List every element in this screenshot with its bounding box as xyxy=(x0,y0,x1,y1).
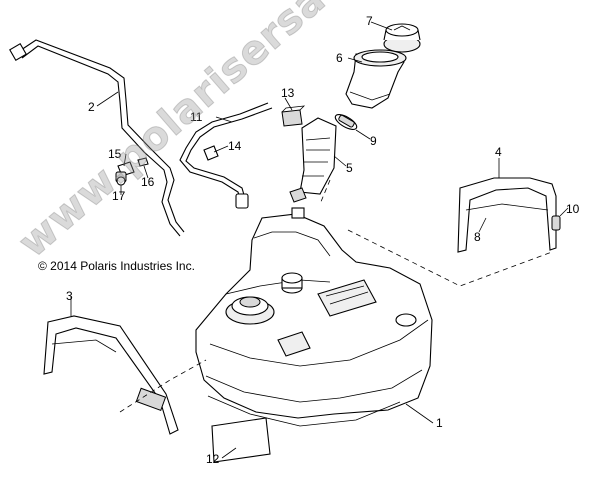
part-12-pad xyxy=(211,417,271,463)
callout-5: 5 xyxy=(346,161,353,175)
callout-9: 9 xyxy=(370,134,377,148)
callout-17: 17 xyxy=(112,189,126,203)
part-17-nut xyxy=(116,176,126,186)
part-3-front-strap xyxy=(43,315,179,435)
callout-7: 7 xyxy=(366,14,373,28)
callout-3: 3 xyxy=(66,289,73,303)
callouts: 1 2 3 4 5 6 7 8 9 10 11 12 13 14 15 16 1… xyxy=(66,14,580,466)
part-11-vent-tube xyxy=(179,102,273,209)
callout-13: 13 xyxy=(281,86,295,100)
callout-8: 8 xyxy=(474,230,481,244)
callout-16: 16 xyxy=(141,175,155,189)
part-6-filler-neck xyxy=(345,49,407,109)
part-13-block xyxy=(281,105,306,127)
callout-12: 12 xyxy=(206,452,220,466)
part-16-clip xyxy=(137,157,149,167)
part-9-clamp xyxy=(334,114,358,130)
leader-lines xyxy=(70,21,569,459)
callout-6: 6 xyxy=(336,51,343,65)
filler-bolt xyxy=(289,187,307,203)
callout-4: 4 xyxy=(495,145,502,159)
callout-11: 11 xyxy=(190,110,203,124)
part-5-filler-hose xyxy=(299,117,337,195)
assembly-lines xyxy=(119,179,553,413)
copyright-text: © 2014 Polaris Industries Inc. xyxy=(38,259,195,273)
callout-15: 15 xyxy=(108,147,122,161)
part-2-vent-tube xyxy=(9,39,185,237)
part-1-fuel-tank xyxy=(195,207,433,427)
part-10-bolt xyxy=(551,215,561,240)
callout-2: 2 xyxy=(88,100,95,114)
callout-1: 1 xyxy=(436,416,443,430)
part-14-clip xyxy=(203,145,219,161)
callout-10: 10 xyxy=(566,202,580,216)
callout-14: 14 xyxy=(228,139,242,153)
part-7-fuel-cap xyxy=(383,23,421,53)
part-4-rear-strap xyxy=(457,177,557,253)
